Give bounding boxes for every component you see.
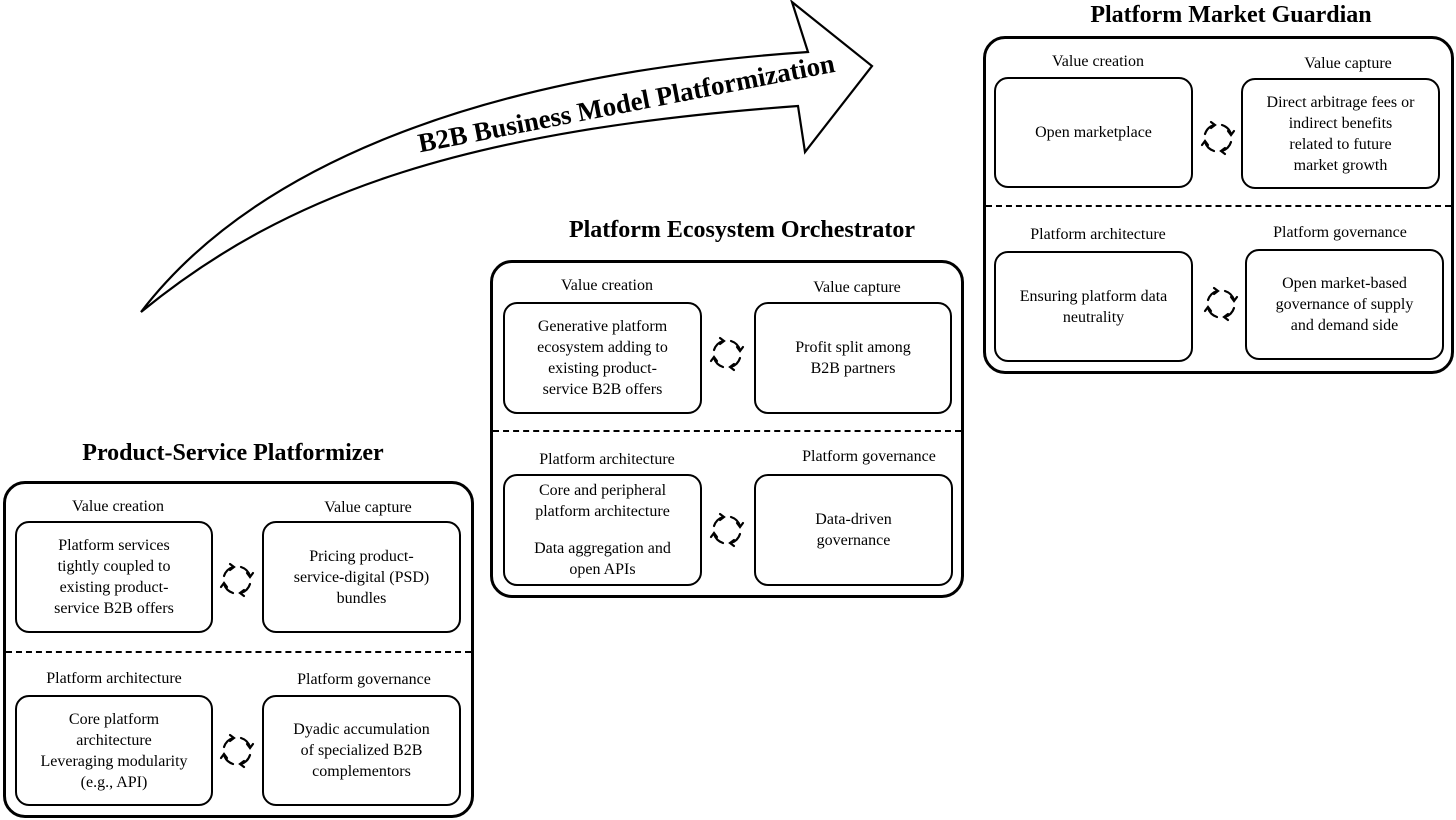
stage-1-panel [3,481,474,818]
box-line: complementors [312,763,411,780]
stage-1-platform-architecture-box: Core platform architecture Leveraging mo… [15,695,213,806]
stage-1-value-creation-box: Platform services tightly coupled to exi… [15,521,213,633]
box-line: Core and peripheral [538,482,667,499]
box-line: B2B partners [810,360,896,377]
stage-3-value-capture-box: Direct arbitrage fees or indirect benefi… [1241,78,1440,189]
box-line: and demand side [1290,317,1399,334]
cycle-arrows-icon [219,562,255,598]
box-line: Profit split among [795,339,911,356]
stage-1-value-capture-box: Pricing product- service-digital (PSD) b… [262,521,461,633]
stage-2-platform-governance-box: Data-driven governance [754,474,953,586]
stage-2-platform-architecture-box: Core and peripheral platform architectur… [503,474,702,586]
box-line: existing product- [59,579,169,596]
cycle-arrows-icon [709,336,745,372]
stage-1-title: Product-Service Platformizer [82,440,384,466]
stage-3-platform-architecture-box: Ensuring platform data neutrality [994,251,1193,362]
box-line: service-digital (PSD) [293,568,430,586]
stage-3-platform-governance-header: Platform governance [1273,224,1407,241]
stage-3-divider [986,205,1451,207]
stage-1-value-capture-header: Value capture [324,499,412,516]
stage-2-platform-architecture-header: Platform architecture [539,451,675,468]
stage-2-platform-governance-header: Platform governance [802,448,936,465]
stage-1-value-creation-header: Value creation [72,498,164,515]
cycle-arrows-icon [1203,286,1239,322]
stage-2-value-capture-header: Value capture [813,279,901,296]
stage-1-divider [6,651,471,653]
stage-3-value-creation-header: Value creation [1052,53,1144,70]
box-line: Dyadic accumulation [293,721,430,738]
box-line: neutrality [1062,308,1125,326]
box-line: existing product- [548,360,657,377]
box-line: service B2B offers [54,600,174,617]
box-line: service B2B offers [542,381,663,398]
box-line: Data-driven [815,511,892,528]
stage-2-panel [490,260,964,598]
box-line: Platform services [58,537,170,554]
box-line: related to future [1289,135,1392,153]
box-line: ecosystem adding to [537,339,668,356]
box-line: Direct arbitrage fees or [1266,93,1415,111]
stage-2-value-capture-box: Profit split among B2B partners [754,302,952,414]
box-line: Leveraging modularity [40,752,188,770]
box-line: architecture [76,731,152,749]
box-line: Open marketplace [1035,124,1152,141]
box-line: (e.g., API) [80,773,148,791]
cycle-arrows-icon [1200,120,1236,156]
box-line: Data aggregation and [534,540,671,557]
box-line: Generative platform [537,318,668,335]
stage-3-value-capture-header: Value capture [1304,55,1392,72]
box-line: Ensuring platform data [1019,287,1168,305]
stage-3-platform-architecture-header: Platform architecture [1030,226,1166,243]
stage-2-value-creation-header: Value creation [561,277,653,294]
stage-3-platform-governance-box: Open market-based governance of supply a… [1245,249,1444,360]
box-line: platform architecture [535,503,670,520]
stage-1-platform-governance-header: Platform governance [297,671,431,688]
box-line: Core platform [68,710,160,728]
box-line: Open market-based [1282,275,1407,292]
box-line: market growth [1293,156,1388,174]
stage-2-divider [493,430,961,432]
stage-3-value-creation-box: Open marketplace [994,77,1193,188]
box-line: open APIs [569,561,636,578]
stage-3-panel [983,36,1454,374]
cycle-arrows-icon [709,512,745,548]
box-line: governance [816,532,891,549]
stage-1-platform-architecture-header: Platform architecture [46,670,182,687]
stage-2-title: Platform Ecosystem Orchestrator [568,217,916,243]
box-line: of specialized B2B [300,742,423,759]
box-line: Pricing product- [309,547,414,565]
box-line: indirect benefits [1288,114,1393,132]
stage-2-value-creation-box: Generative platform ecosystem adding to … [503,302,702,414]
box-line: governance of supply [1275,296,1414,313]
box-line: bundles [336,589,387,607]
cycle-arrows-icon [219,733,255,769]
box-line: tightly coupled to [57,558,171,575]
stage-3-title: Platform Market Guardian [1090,2,1372,28]
stage-1-platform-governance-box: Dyadic accumulation of specialized B2B c… [262,695,461,806]
